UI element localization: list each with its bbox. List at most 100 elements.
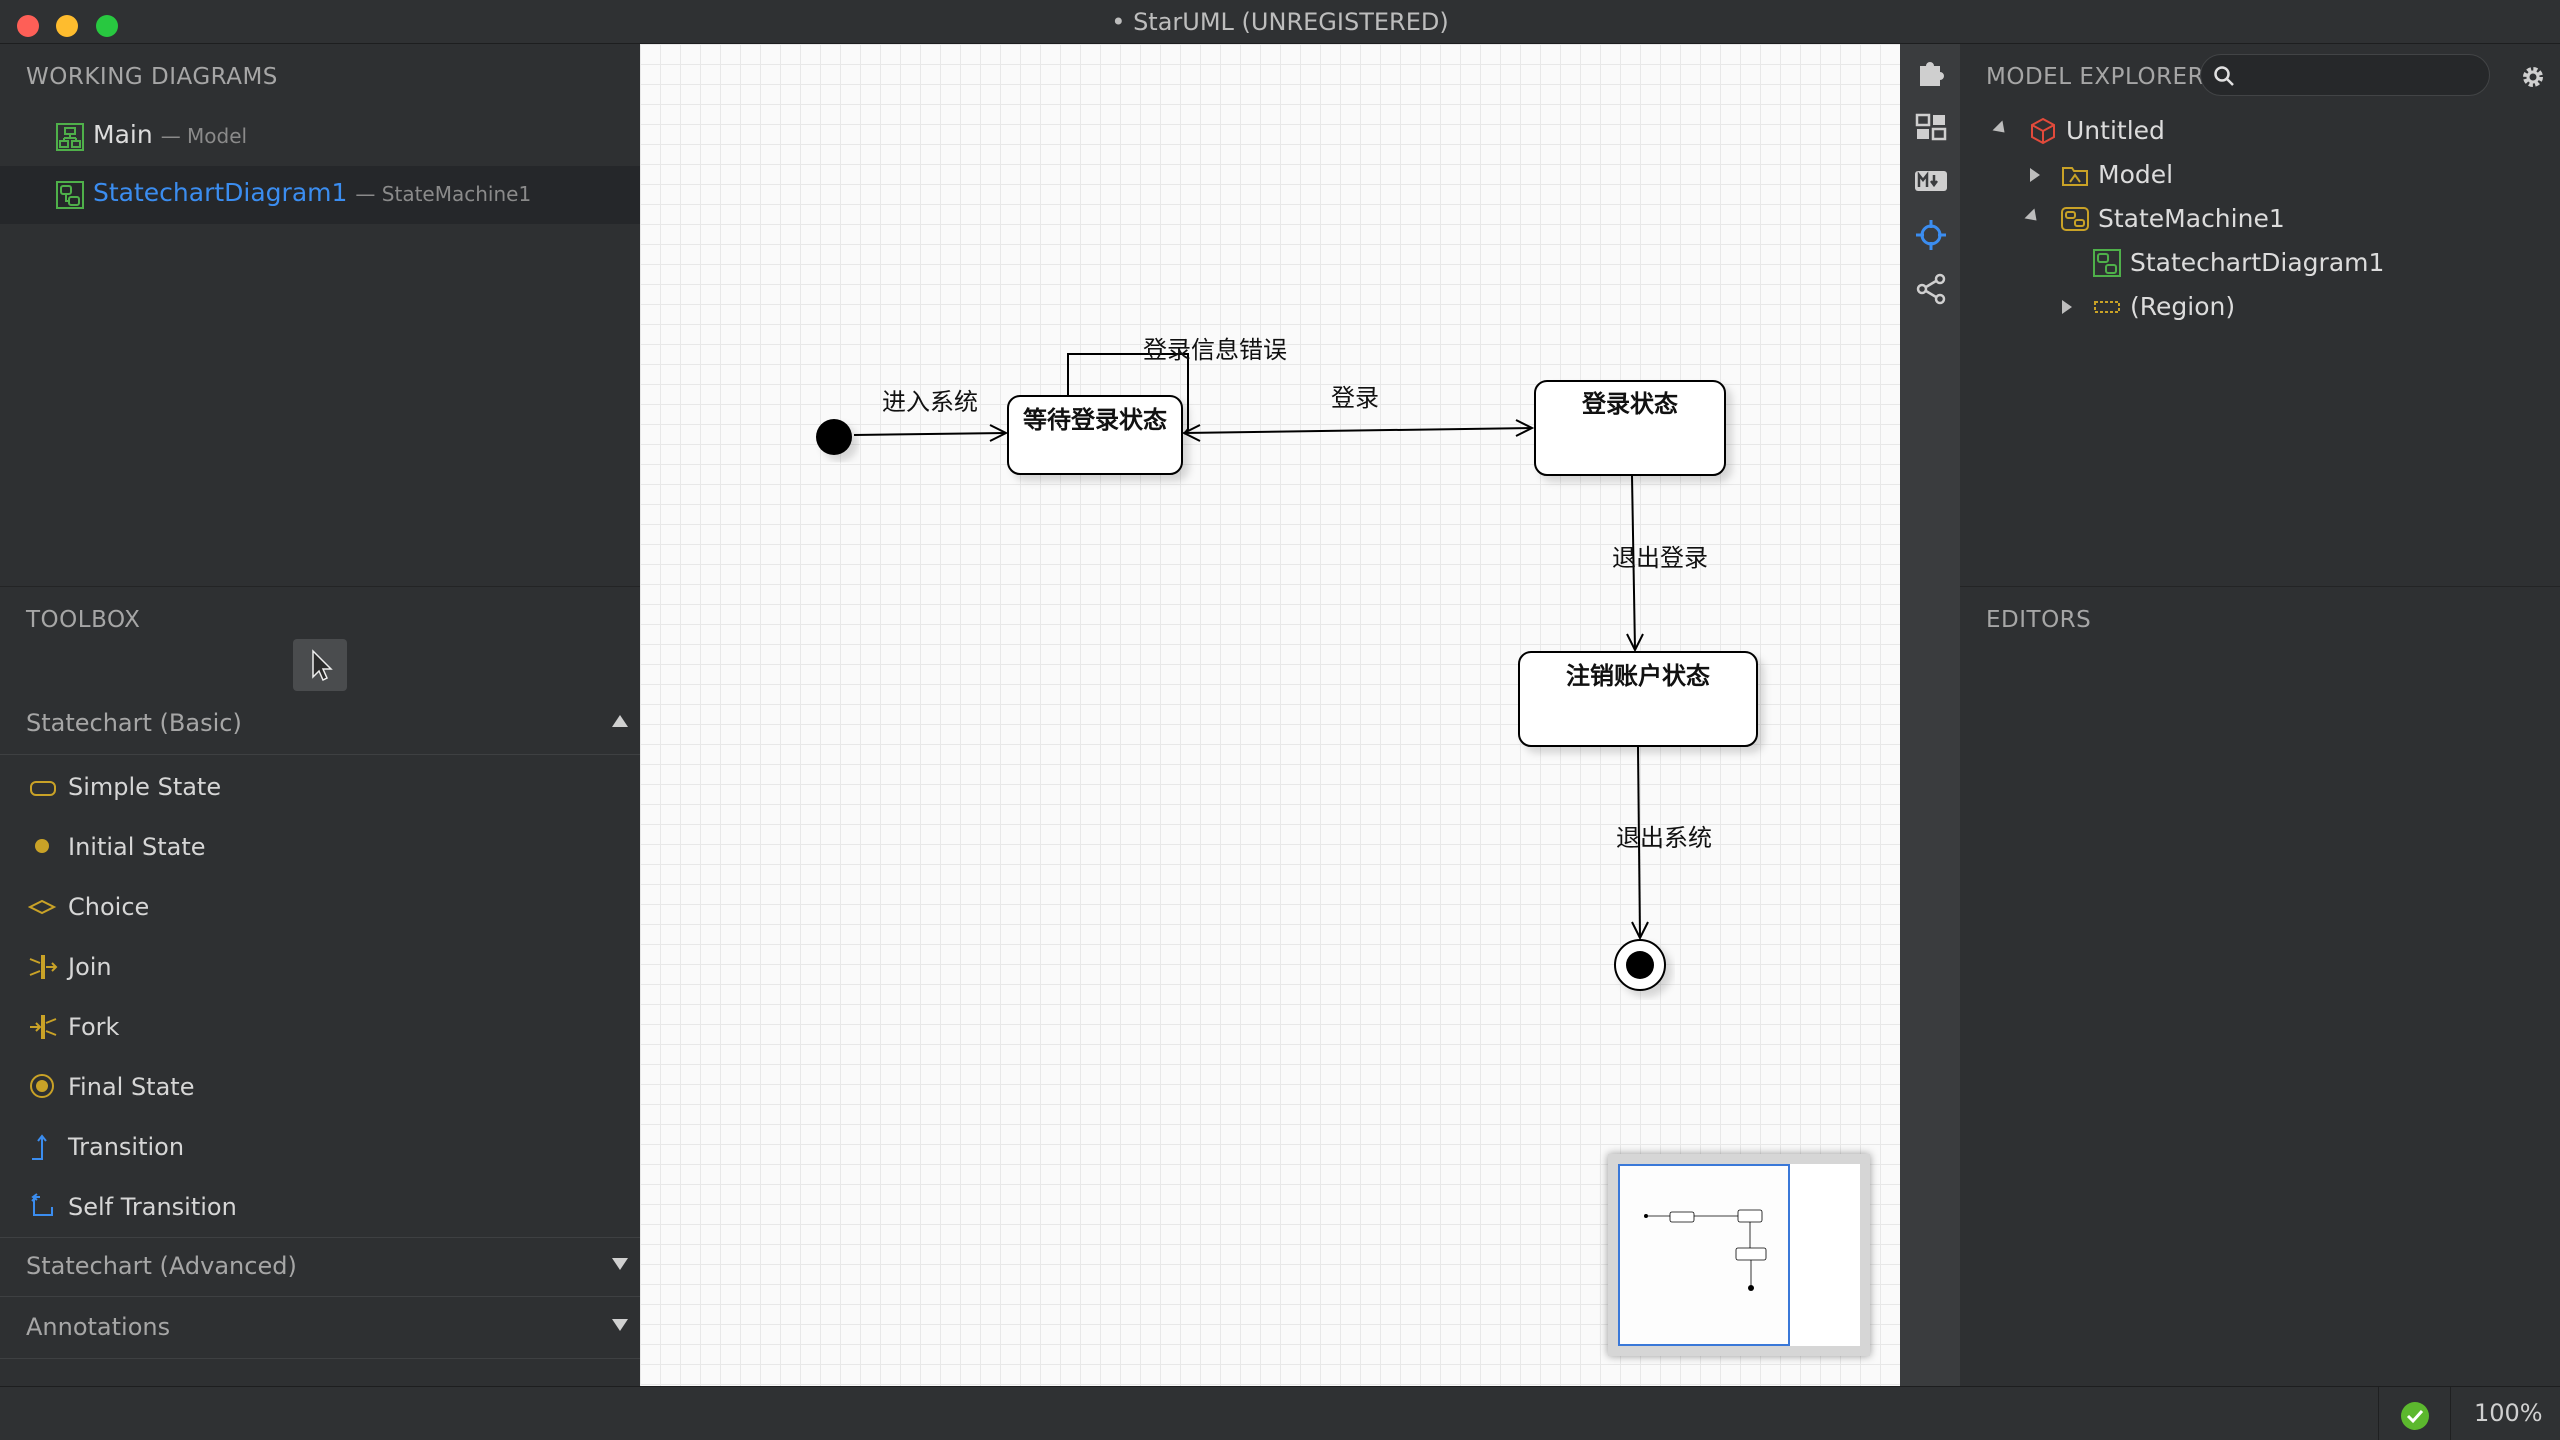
- validation-ok-icon[interactable]: [2400, 1401, 2430, 1431]
- tree-label: Model: [2098, 160, 2174, 189]
- working-diagram-name: StatechartDiagram1: [93, 178, 348, 207]
- toolbox-section-advanced[interactable]: Statechart (Advanced): [0, 1237, 640, 1297]
- working-diagrams-panel: WORKING DIAGRAMS Main— Model Statecha: [0, 44, 640, 586]
- working-diagram-main[interactable]: Main— Model: [0, 108, 640, 166]
- navigator-crosshair-icon[interactable]: [1914, 218, 1948, 252]
- statechart-diagram-icon: [56, 181, 84, 209]
- tool-choice[interactable]: Choice: [0, 879, 640, 937]
- expand-arrow-icon: [612, 1319, 628, 1331]
- statechart-diagram-icon: [2093, 249, 2121, 277]
- state-name: 等待登录状态: [1023, 406, 1167, 434]
- tree-node-region[interactable]: (Region): [1960, 288, 2560, 328]
- working-diagram-owner: — StateMachine1: [355, 182, 532, 206]
- self-transition-icon: [28, 1193, 58, 1223]
- initial-state-icon: [35, 839, 49, 853]
- statechart-diagram[interactable]: 等待登录状态 登录状态 注销账户状态 进入系统: [640, 44, 1900, 1386]
- initial-state-node[interactable]: [816, 419, 852, 455]
- region-icon: [2094, 301, 2120, 313]
- close-window-button[interactable]: [17, 15, 39, 37]
- state-machine-icon: [2061, 207, 2089, 231]
- final-state-icon: [30, 1074, 54, 1098]
- model-search-input[interactable]: [2241, 61, 2481, 91]
- tree-label: (Region): [2130, 292, 2236, 321]
- transition-label: 登录信息错误: [1143, 336, 1287, 364]
- diagram-canvas[interactable]: 等待登录状态 登录状态 注销账户状态 进入系统: [640, 44, 1900, 1386]
- transition-label: 退出登录: [1612, 544, 1708, 572]
- tree-label: Untitled: [2066, 116, 2165, 145]
- final-state-node[interactable]: [1614, 939, 1666, 991]
- minimize-window-button[interactable]: [56, 15, 78, 37]
- model-folder-icon: [2062, 167, 2088, 186]
- section-label: Statechart (Basic): [26, 709, 242, 737]
- extensions-puzzle-icon[interactable]: [1914, 56, 1948, 90]
- expanded-caret-icon[interactable]: [1992, 120, 2010, 138]
- tree-node-statechart-diagram[interactable]: StatechartDiagram1: [1960, 244, 2560, 284]
- editors-title: EDITORS: [1986, 607, 2092, 633]
- toolbox-section-annotations[interactable]: Annotations: [0, 1299, 640, 1359]
- pointer-tool-button[interactable]: [293, 639, 347, 691]
- transition-exit-system[interactable]: 退出系统: [1616, 746, 1712, 941]
- zoom-level[interactable]: 100%: [2474, 1399, 2543, 1427]
- project-cube-icon: [2031, 117, 2055, 145]
- working-diagram-statechart[interactable]: StatechartDiagram1 — StateMachine1: [0, 166, 640, 224]
- collapsed-caret-icon[interactable]: [2062, 300, 2072, 314]
- transition-label: 登录: [1331, 384, 1379, 412]
- toolbox-section-basic[interactable]: Statechart (Basic): [0, 695, 640, 755]
- choice-diamond-icon: [28, 899, 57, 915]
- model-explorer-title: MODEL EXPLORER: [1986, 64, 2205, 90]
- window-title: • StarUML (UNREGISTERED): [1111, 8, 1449, 36]
- minimap-viewport[interactable]: [1618, 1164, 1790, 1346]
- collapse-arrow-icon: [612, 715, 628, 727]
- share-nodes-icon[interactable]: [1914, 272, 1948, 306]
- tool-label: Join: [68, 953, 112, 981]
- model-search-box[interactable]: [2200, 54, 2490, 96]
- expanded-caret-icon[interactable]: [2024, 208, 2042, 226]
- tool-label: Choice: [68, 893, 150, 921]
- tool-initial-state[interactable]: Initial State: [0, 819, 640, 877]
- tool-fork[interactable]: Fork: [0, 999, 640, 1057]
- simple-state-icon: [30, 781, 56, 796]
- state-cancel-account[interactable]: 注销账户状态: [1518, 651, 1758, 747]
- side-icon-toolbar: [1900, 44, 1960, 1386]
- tree-label: StatechartDiagram1: [2130, 248, 2385, 277]
- tool-transition[interactable]: Transition: [0, 1119, 640, 1177]
- transition-login[interactable]: 登录: [1181, 384, 1535, 442]
- join-icon: [29, 955, 58, 979]
- tree-node-model[interactable]: Model: [1960, 156, 2560, 196]
- transition-enter-system[interactable]: 进入系统: [853, 388, 1009, 442]
- fork-icon: [30, 1015, 57, 1039]
- zoom-window-button[interactable]: [96, 15, 118, 37]
- search-icon: [2214, 66, 2234, 86]
- transition-label: 进入系统: [882, 388, 978, 416]
- tool-self-transition[interactable]: Self Transition: [0, 1179, 640, 1237]
- tool-final-state[interactable]: Final State: [0, 1059, 640, 1117]
- status-bar: 100%: [0, 1386, 2560, 1440]
- toolbox-panel: TOOLBOX Statechart (Basic) Simple State …: [0, 586, 640, 1386]
- editors-panel: EDITORS: [1960, 586, 2560, 1386]
- section-label: Annotations: [26, 1313, 171, 1341]
- class-diagram-icon: [56, 123, 84, 151]
- title-bar: • StarUML (UNREGISTERED): [0, 0, 2560, 44]
- tree-node-statemachine[interactable]: StateMachine1: [1960, 200, 2560, 240]
- markdown-icon[interactable]: [1914, 164, 1948, 198]
- collapsed-caret-icon[interactable]: [2030, 168, 2040, 182]
- state-waiting-login[interactable]: 等待登录状态: [1007, 395, 1183, 475]
- minimap-preview: [1644, 1209, 1767, 1291]
- model-explorer-panel: MODEL EXPLORER Untitled Model: [1960, 44, 2560, 586]
- section-label: Statechart (Advanced): [26, 1252, 297, 1280]
- tree-node-untitled[interactable]: Untitled: [1960, 112, 2560, 152]
- tool-simple-state[interactable]: Simple State: [0, 759, 640, 817]
- state-logged-in[interactable]: 登录状态: [1534, 380, 1726, 476]
- tool-label: Transition: [68, 1133, 185, 1161]
- toolbox-title: TOOLBOX: [26, 607, 141, 633]
- tool-label: Simple State: [68, 773, 222, 801]
- tool-label: Final State: [68, 1073, 195, 1101]
- tool-join[interactable]: Join: [0, 939, 640, 997]
- diagram-layout-icon[interactable]: [1914, 110, 1948, 144]
- diagram-minimap[interactable]: [1608, 1154, 1870, 1356]
- transition-logout[interactable]: 退出登录: [1612, 475, 1708, 653]
- transition-arrow-icon: [32, 1134, 47, 1160]
- gear-icon[interactable]: [2520, 64, 2546, 90]
- tool-label: Fork: [68, 1013, 120, 1041]
